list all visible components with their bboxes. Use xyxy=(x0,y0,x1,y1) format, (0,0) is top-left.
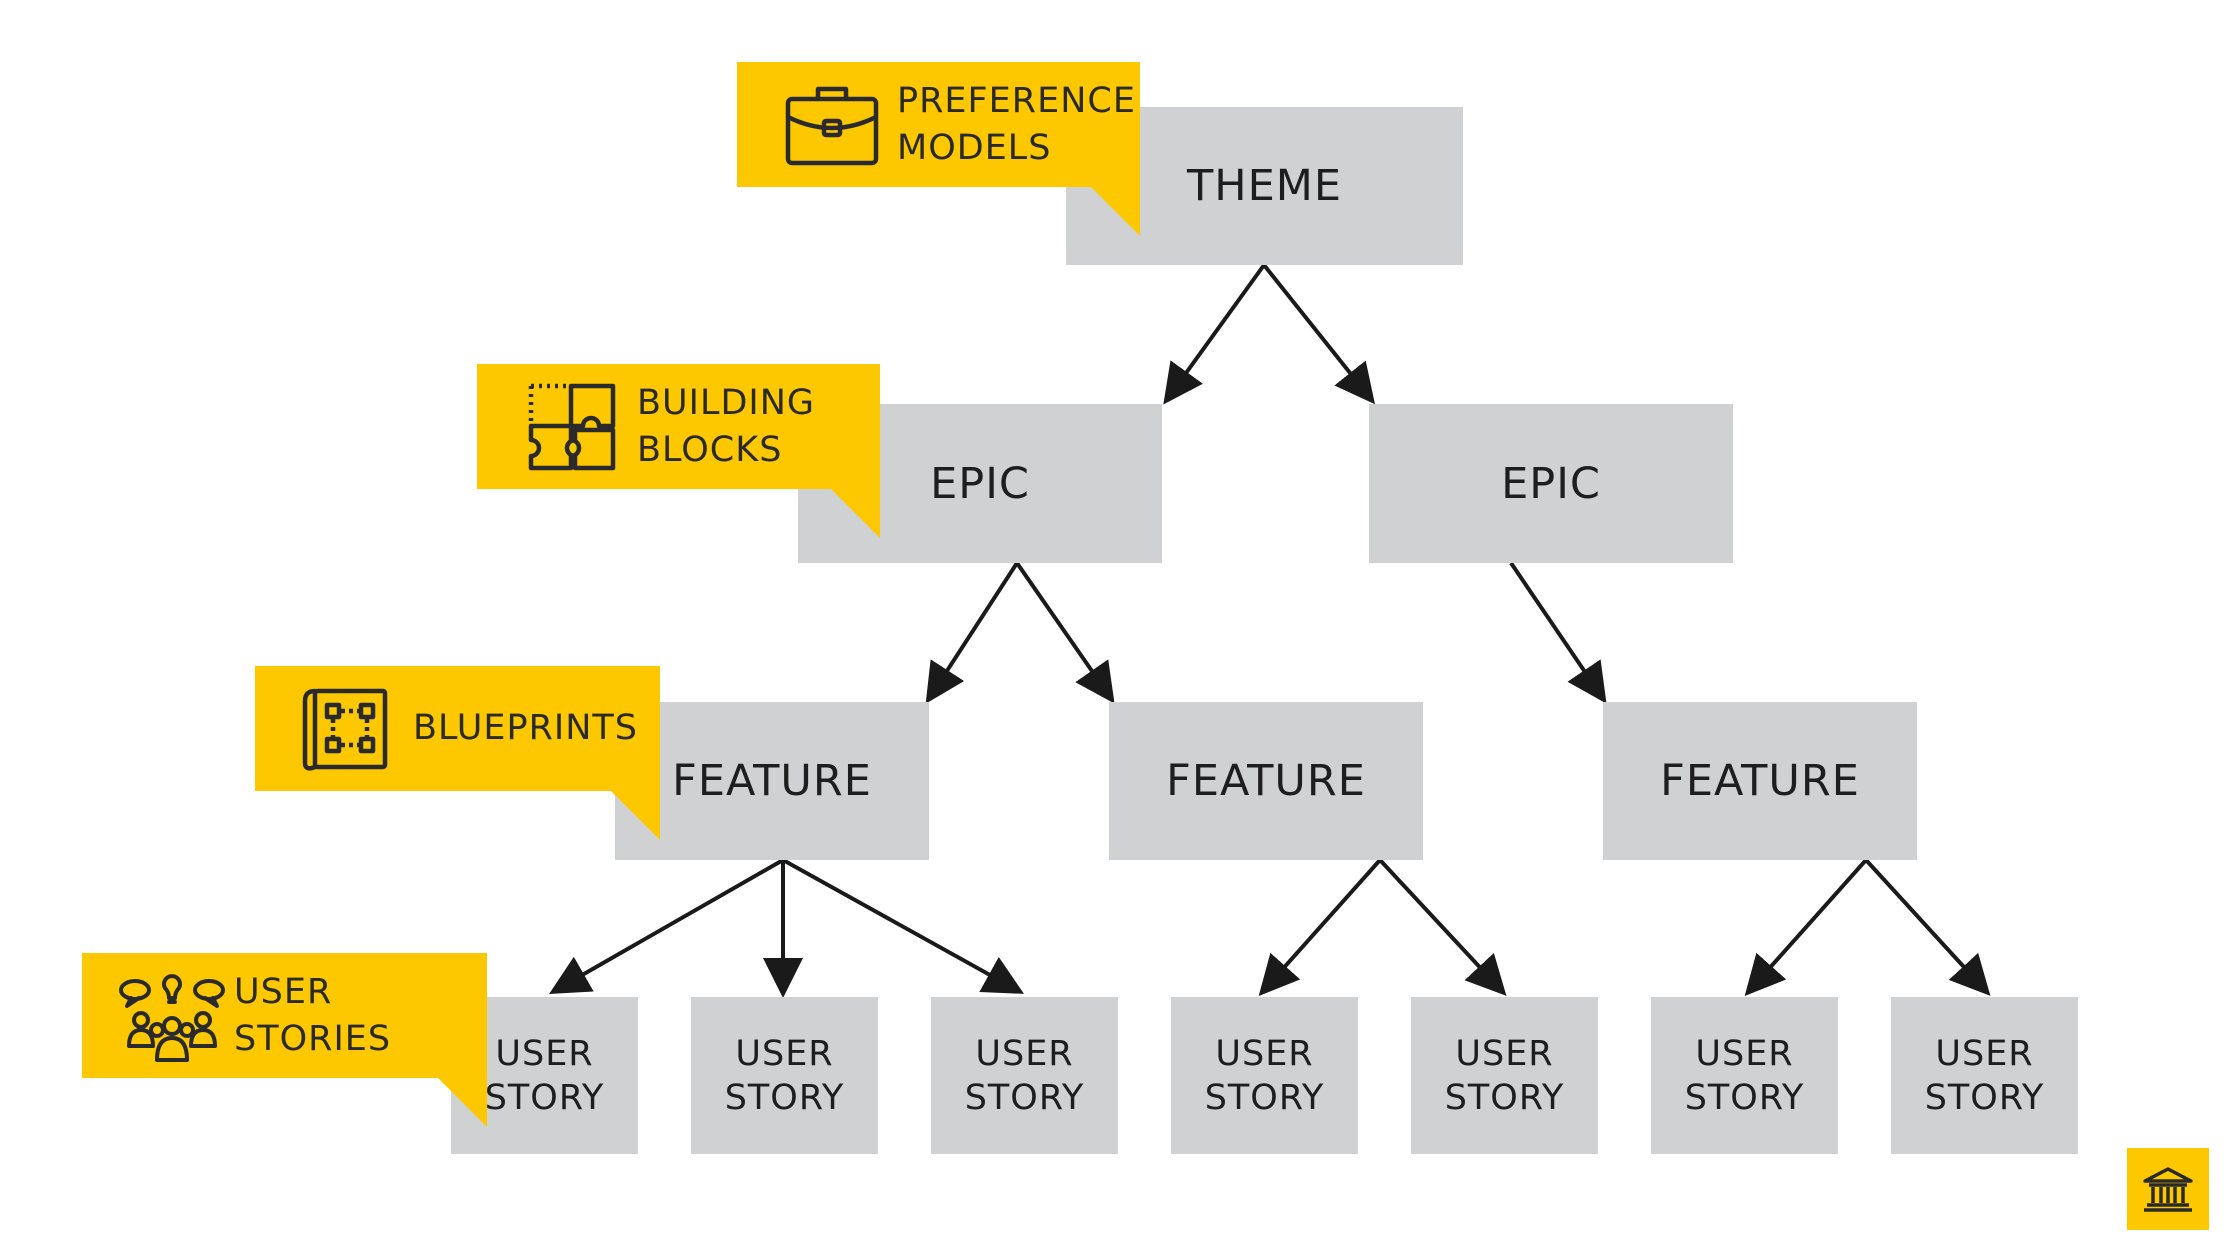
arrow-feature-3-story-6 xyxy=(1744,858,1868,996)
user-story-line2: STORY xyxy=(964,1077,1085,1118)
user-story-line1: USER xyxy=(975,1033,1074,1074)
user-story-line2: STORY xyxy=(1204,1077,1325,1118)
feature-node: FEATURE xyxy=(615,702,929,860)
callout-user-stories-line2: STORIES xyxy=(234,1018,392,1059)
bank-icon xyxy=(2143,1167,2193,1212)
feature-label: FEATURE xyxy=(1660,756,1860,806)
feature-label: FEATURE xyxy=(1166,756,1366,806)
feature-node: FEATURE xyxy=(1603,702,1917,860)
arrow-epic-1-feature-1 xyxy=(925,561,1019,704)
user-story-line2: STORY xyxy=(724,1077,845,1118)
callout-building-blocks: BUILDING BLOCKS xyxy=(477,364,880,538)
user-story-line2: STORY xyxy=(1444,1077,1565,1118)
bank-button[interactable] xyxy=(2127,1148,2209,1230)
feature-node: FEATURE xyxy=(1109,702,1423,860)
arrow-feature-2-story-5 xyxy=(1378,858,1507,996)
user-story-line2: STORY xyxy=(1684,1077,1805,1118)
theme-label: THEME xyxy=(1186,161,1343,211)
feature-label: FEATURE xyxy=(672,756,872,806)
callout-preference-models: PREFERENCE MODELS xyxy=(737,62,1140,236)
arrow-feature-3-story-7 xyxy=(1864,858,1991,996)
arrow-epic-2-feature-3 xyxy=(1509,561,1607,704)
user-story-node: USER STORY xyxy=(1411,997,1598,1154)
user-story-node: USER STORY xyxy=(931,997,1118,1154)
user-story-line1: USER xyxy=(1215,1033,1314,1074)
user-story-line2: STORY xyxy=(484,1077,605,1118)
callout-blueprints: BLUEPRINTS xyxy=(255,666,660,840)
arrow-epic-1-feature-2 xyxy=(1015,561,1115,704)
callout-preference-models-line2: MODELS xyxy=(897,127,1052,168)
arrow-theme-epic-1 xyxy=(1163,263,1266,405)
user-story-node: USER STORY xyxy=(1891,997,2078,1154)
user-story-line2: STORY xyxy=(1924,1077,2045,1118)
user-story-line1: USER xyxy=(1455,1033,1554,1074)
user-story-line1: USER xyxy=(1935,1033,2034,1074)
callout-building-blocks-line2: BLOCKS xyxy=(637,429,783,470)
callout-blueprints-line1: BLUEPRINTS xyxy=(413,708,639,748)
arrow-feature-1-story-1 xyxy=(549,858,784,994)
briefcase-icon xyxy=(762,62,902,187)
user-story-node: USER STORY xyxy=(1171,997,1358,1154)
epic-node: EPIC xyxy=(1369,404,1733,563)
epic-label: EPIC xyxy=(930,458,1030,509)
callout-building-blocks-line1: BUILDING xyxy=(637,382,816,423)
callout-user-stories: USER STORIES xyxy=(82,953,487,1127)
user-story-node: USER STORY xyxy=(691,997,878,1154)
puzzle-icon xyxy=(502,364,642,489)
blueprint-icon xyxy=(277,666,417,791)
arrow-feature-2-story-4 xyxy=(1258,858,1382,996)
user-story-line1: USER xyxy=(495,1033,594,1074)
people-idea-icon xyxy=(102,953,242,1078)
arrow-theme-epic-2 xyxy=(1262,263,1375,405)
epic-label: EPIC xyxy=(1501,458,1601,509)
callout-preference-models-line1: PREFERENCE xyxy=(897,80,1136,121)
callout-user-stories-line1: USER xyxy=(234,971,333,1012)
arrow-feature-1-story-3 xyxy=(782,858,1024,994)
user-story-line1: USER xyxy=(1695,1033,1794,1074)
user-story-node: USER STORY xyxy=(1651,997,1838,1154)
user-story-line1: USER xyxy=(735,1033,834,1074)
